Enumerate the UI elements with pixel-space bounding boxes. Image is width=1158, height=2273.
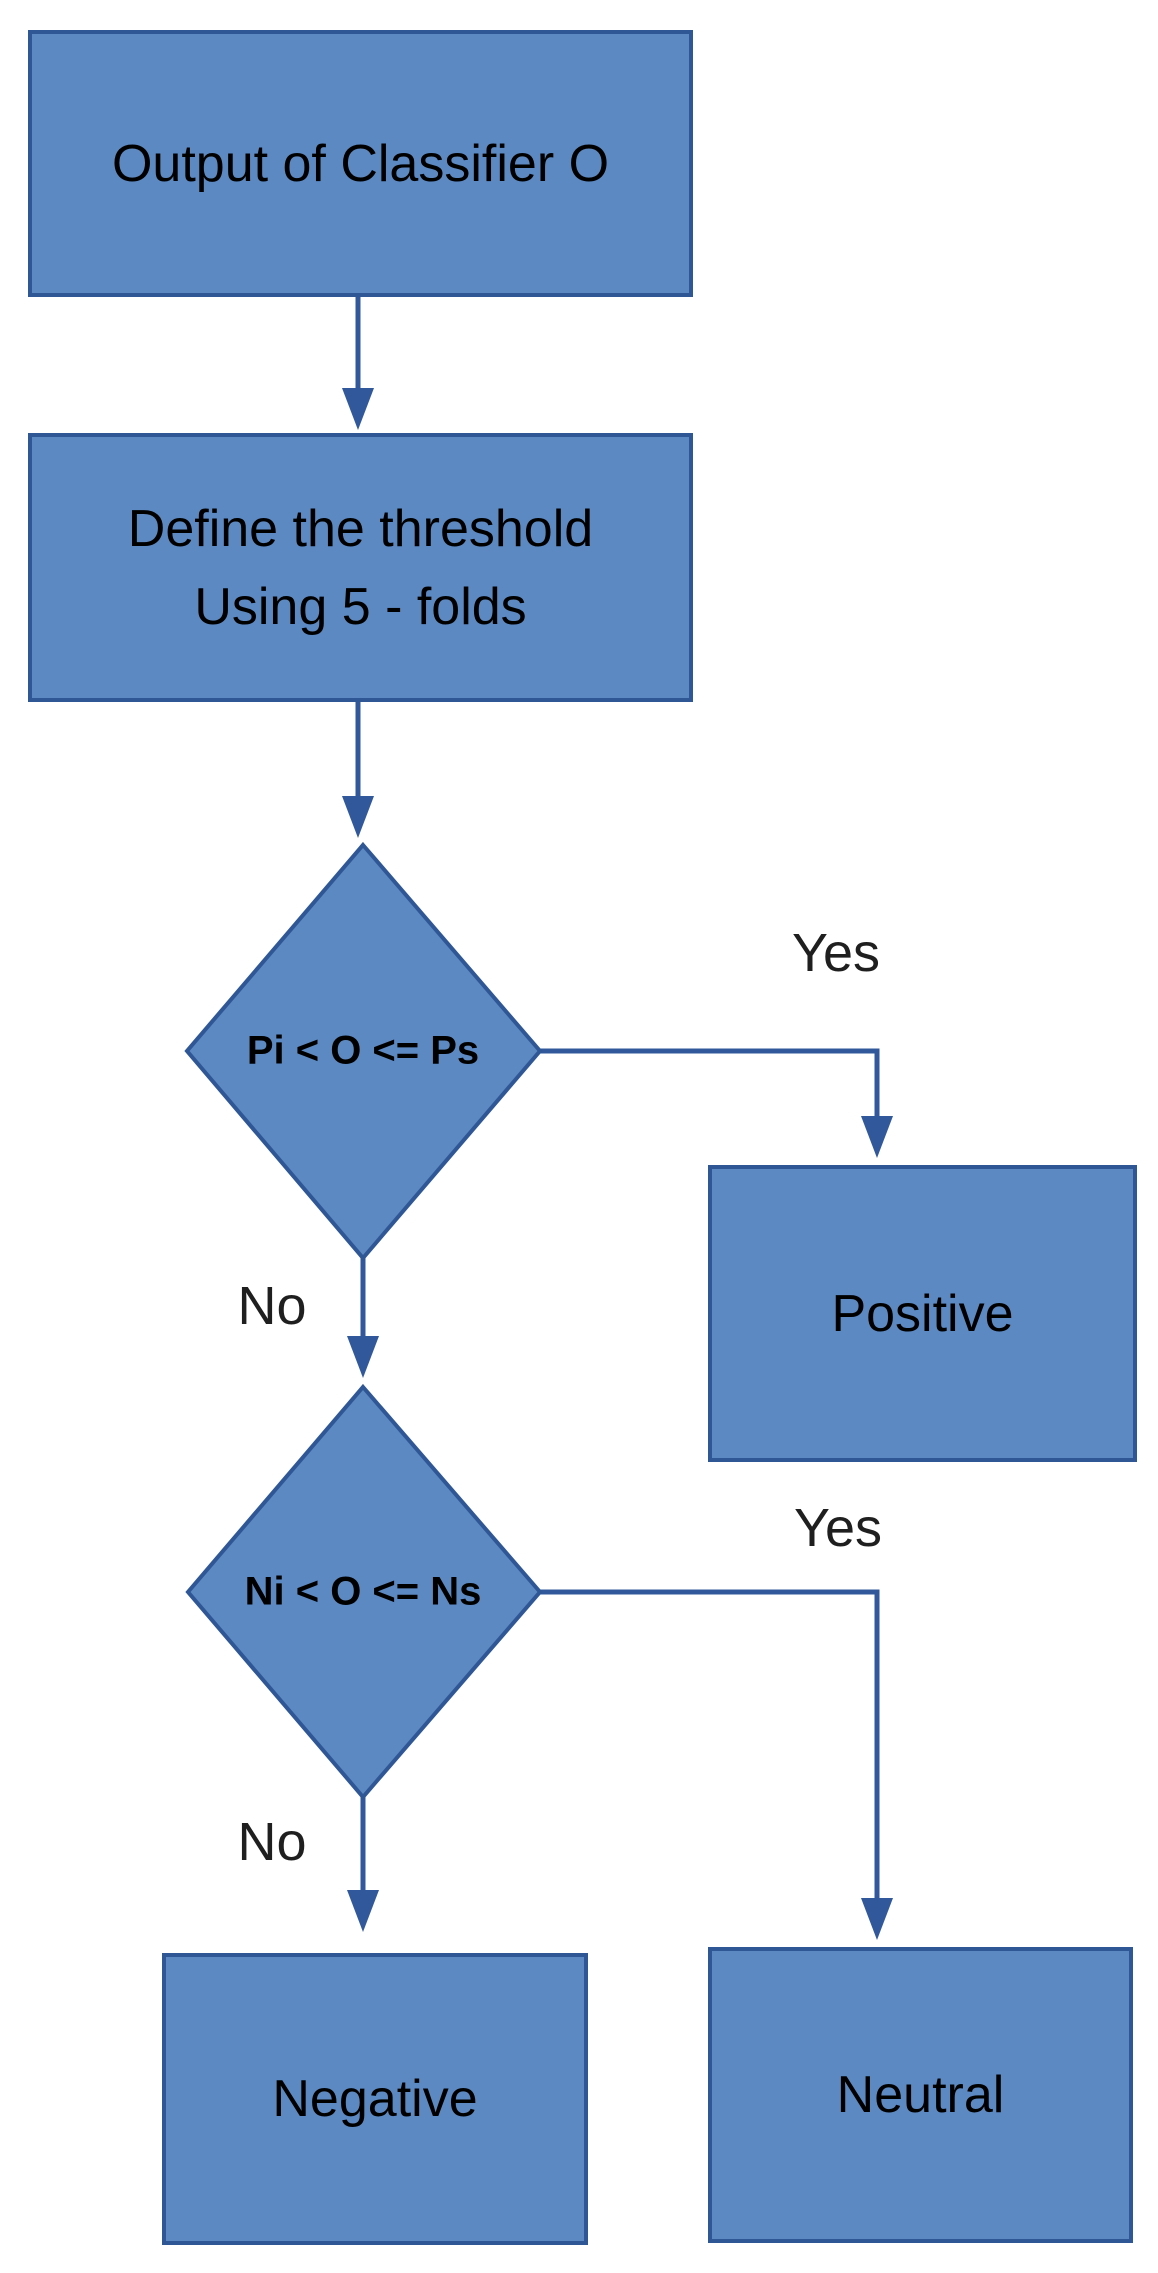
edge-label-decision-p-no: No [237, 1276, 307, 1336]
node-output-of-classifier: Output of Classifier O [28, 30, 693, 297]
decision-diamond-pi-threshold [184, 841, 543, 1262]
decision-diamond-ni-threshold [185, 1383, 543, 1801]
node-define-threshold-label-line2: Using 5 - folds [194, 577, 527, 636]
edge-label-decision-p-yes: Yes [791, 923, 881, 983]
node-output-of-classifier-label: Output of Classifier O [111, 134, 610, 193]
node-neutral-label: Neutral [836, 2066, 1005, 2124]
node-positive: Positive [708, 1165, 1137, 1462]
decision-ni-threshold-label: Ni < O <= Ns [244, 1569, 482, 1614]
node-neutral: Neutral [708, 1947, 1133, 2243]
node-positive-label: Positive [831, 1284, 1014, 1343]
node-negative: Negative [162, 1953, 588, 2245]
node-define-threshold: Define the threshold Using 5 - folds [28, 433, 693, 702]
node-define-threshold-label-line1: Define the threshold [127, 499, 594, 558]
edge-label-decision-n-no: No [237, 1812, 307, 1872]
arrowhead-decision-p-yes-to-positive [861, 1116, 893, 1158]
arrowhead-output-to-threshold [342, 388, 374, 430]
connector-decision-n-yes-to-neutral [540, 1589, 880, 1902]
arrowhead-threshold-to-decision-p [342, 796, 374, 838]
node-negative-label: Negative [272, 2070, 478, 2128]
decision-pi-threshold-label: Pi < O <= Ps [246, 1028, 480, 1073]
edge-label-decision-n-yes: Yes [793, 1498, 883, 1558]
connector-decision-p-yes-to-positive [540, 1048, 880, 1120]
arrowhead-decision-n-no-to-negative [347, 1890, 379, 1932]
arrowhead-decision-n-yes-to-neutral [861, 1898, 893, 1940]
arrowhead-decision-p-no-to-decision-n [347, 1336, 379, 1378]
